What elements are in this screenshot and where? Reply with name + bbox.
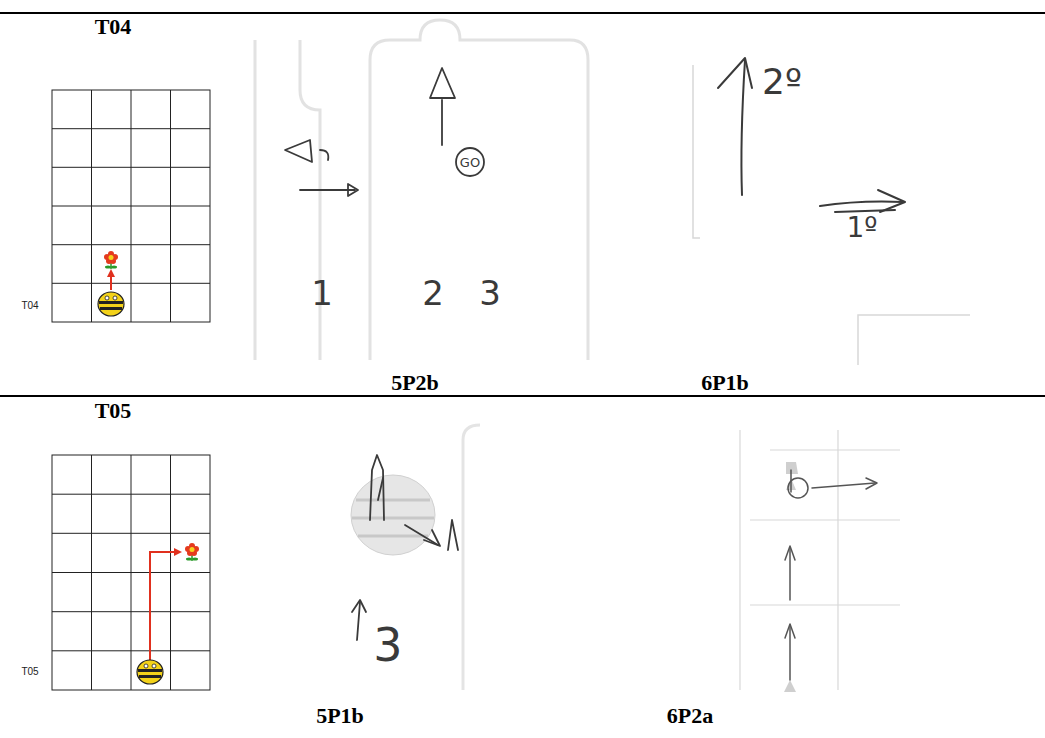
grid-tag: T05 (21, 667, 38, 677)
handwritten-number: 2 (422, 276, 444, 310)
handwritten-number: 1 (311, 276, 333, 310)
handwritten-number: 2º (762, 64, 802, 100)
panel-caption: 6P1b (701, 372, 749, 394)
section-title: T04 (95, 16, 132, 38)
section-title: T05 (95, 400, 132, 422)
handwritten-number: 3 (373, 622, 402, 668)
handwritten-text: GO (460, 156, 480, 169)
panel-caption: 5P2b (391, 372, 439, 394)
panel-caption: 5P1b (316, 705, 364, 727)
handwritten-number: 3 (479, 276, 501, 310)
panel-caption: 6P2a (667, 705, 713, 727)
grid-tag: T04 (21, 301, 38, 311)
handwritten-number: 1º (846, 214, 877, 242)
